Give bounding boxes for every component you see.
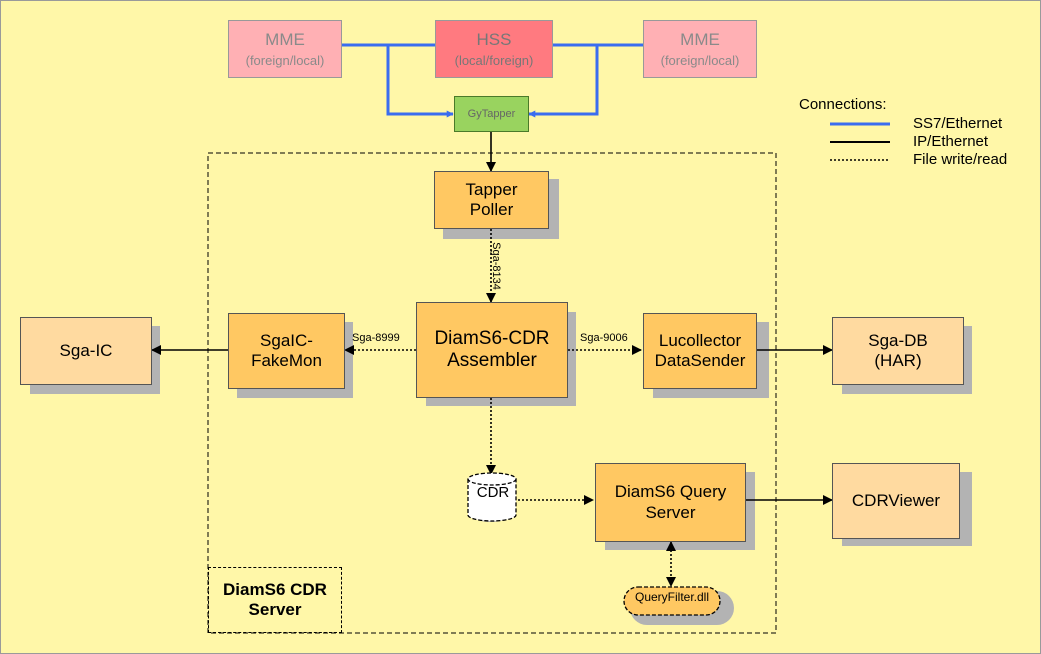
datasender-line1: Lucollector — [658, 330, 742, 350]
ss7-links — [342, 43, 643, 118]
legend-title: Connections: — [799, 96, 887, 113]
mme-right-subtitle: (foreign/local) — [660, 52, 740, 68]
legend-ip-label: IP/Ethernet — [913, 133, 989, 150]
query-server-node: DiamS6 Query Server — [595, 463, 746, 542]
fakemon-line1: SgaIC- — [260, 330, 313, 350]
query-server-line2: Server — [645, 502, 696, 522]
tapper-poller-node: Tapper Poller — [434, 171, 549, 229]
cdrviewer-node: CDRViewer — [832, 463, 960, 539]
edge-label-sga-8999: Sga-8999 — [352, 332, 400, 344]
sga-ic-node: Sga-IC — [20, 317, 152, 385]
server-group-boundary — [207, 152, 777, 634]
file-links — [344, 229, 676, 587]
sga-db-node: Sga-DB (HAR) — [832, 317, 964, 385]
gytapper-title: GyTapper — [467, 107, 516, 120]
query-server-line1: DiamS6 Query — [614, 482, 727, 502]
gytapper-node: GyTapper — [454, 96, 529, 132]
mme-right-node: MME (foreign/local) — [643, 20, 757, 78]
mme-left-subtitle: (foreign/local) — [245, 52, 325, 68]
cdr-store-shape — [467, 472, 517, 522]
mme-right-title: MME — [680, 29, 720, 49]
sga-db-line2: (HAR) — [874, 351, 922, 370]
ip-links — [151, 132, 833, 505]
legend-ss7-label: SS7/Ethernet — [913, 115, 1003, 132]
edge-label-sga-8134: Sga-8134 — [489, 242, 502, 290]
sga-ic-title: Sga-IC — [59, 340, 113, 360]
assembler-node: DiamS6-CDR Assembler — [416, 302, 568, 398]
edge-label-sga-9006: Sga-9006 — [580, 332, 628, 344]
queryfilter-label: QueryFilter.dll — [634, 590, 710, 604]
mme-left-node: MME (foreign/local) — [228, 20, 342, 78]
fakemon-line2: FakeMon — [251, 351, 322, 370]
mme-left-title: MME — [265, 29, 305, 49]
sga-db-line1: Sga-DB — [868, 330, 928, 350]
hss-subtitle: (local/foreign) — [454, 52, 534, 68]
assembler-line2: Assembler — [447, 350, 537, 371]
fakemon-node: SgaIC- FakeMon — [228, 313, 345, 389]
hss-node: HSS (local/foreign) — [435, 20, 553, 78]
assembler-line1: DiamS6-CDR — [434, 327, 550, 349]
cdr-store-label: CDR — [476, 484, 510, 501]
cdrviewer-title: CDRViewer — [851, 490, 941, 510]
queryfilter-shape — [623, 586, 721, 616]
tapper-poller-line1: Tapper — [465, 179, 518, 199]
server-group-line2: Server — [248, 600, 302, 619]
datasender-line2: DataSender — [654, 351, 746, 370]
legend-file-label: File write/read — [913, 151, 1008, 168]
datasender-node: Lucollector DataSender — [643, 313, 757, 389]
server-group-label: DiamS6 CDR Server — [208, 567, 342, 633]
hss-title: HSS — [476, 29, 512, 49]
tapper-poller-line2: Poller — [469, 200, 514, 219]
server-group-line1: DiamS6 CDR — [223, 579, 327, 599]
